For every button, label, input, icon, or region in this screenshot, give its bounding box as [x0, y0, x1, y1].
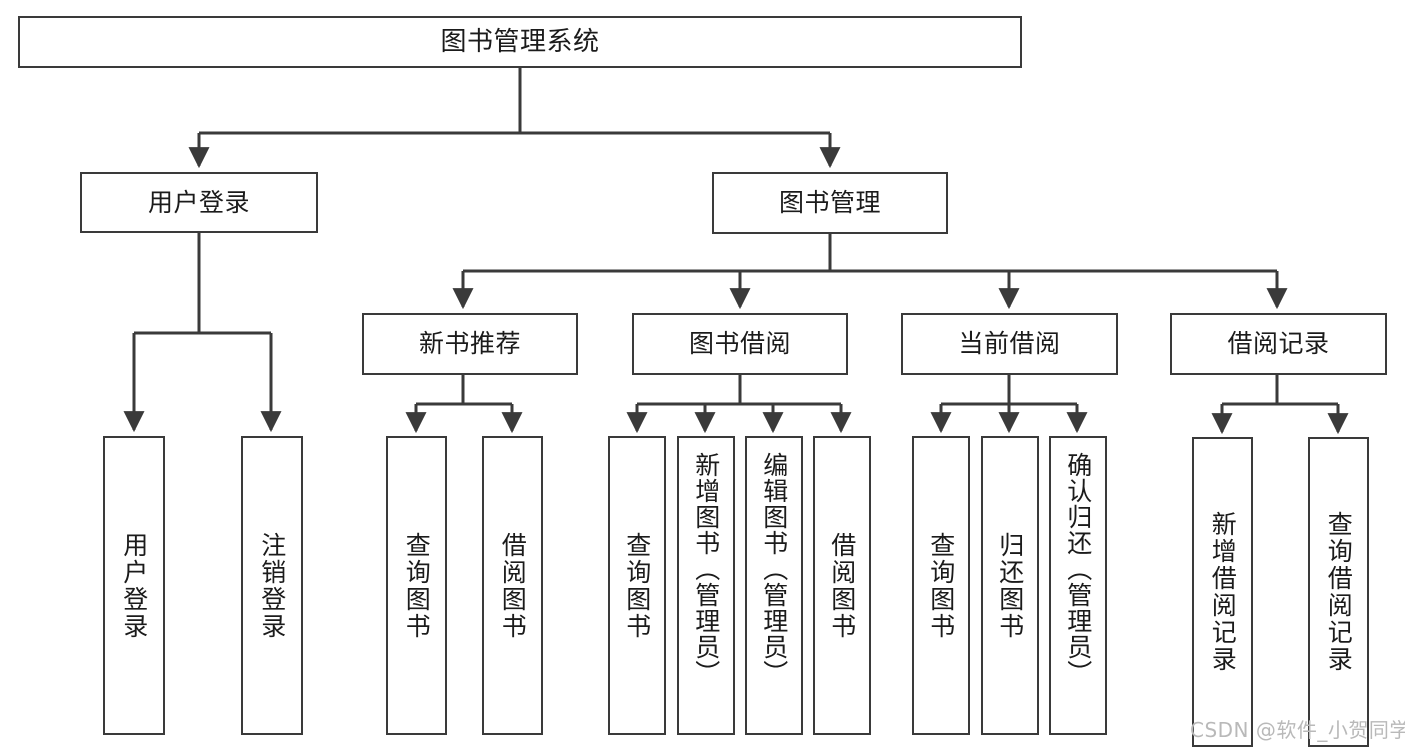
leaf-user-login-label: 用户登录	[119, 531, 149, 640]
node-borrow-record-label: 借阅记录	[1227, 329, 1330, 359]
leaf-return-book[interactable]: 归还图书	[981, 436, 1039, 735]
leaf-query-book-2[interactable]: 查询图书	[608, 436, 666, 735]
leaf-edit-book-label: 编辑图书（管理员）	[759, 452, 789, 686]
leaf-edit-book[interactable]: 编辑图书（管理员）	[745, 436, 803, 735]
node-book-borrow-label: 图书借阅	[688, 329, 791, 359]
node-new-book-rec[interactable]: 新书推荐	[362, 313, 578, 375]
leaf-add-record[interactable]: 新增借阅记录	[1192, 437, 1253, 747]
node-root-label: 图书管理系统	[440, 26, 600, 57]
leaf-user-logout-label: 注销登录	[257, 531, 287, 640]
leaf-borrow-book-1[interactable]: 借阅图书	[482, 436, 543, 735]
node-root[interactable]: 图书管理系统	[18, 16, 1022, 68]
leaf-query-book-3-label: 查询图书	[926, 531, 956, 640]
leaf-query-record-label: 查询借阅记录	[1324, 511, 1354, 673]
leaf-add-book[interactable]: 新增图书（管理员）	[677, 436, 735, 735]
leaf-add-record-label: 新增借阅记录	[1208, 511, 1238, 673]
node-book-manage[interactable]: 图书管理	[712, 172, 948, 234]
leaf-borrow-book-1-label: 借阅图书	[498, 531, 528, 640]
leaf-query-book-3[interactable]: 查询图书	[912, 436, 970, 735]
node-current-borrow-label: 当前借阅	[958, 329, 1061, 359]
csdn-watermark: CSDN @软件_小贺同学	[1190, 718, 1405, 742]
node-new-book-rec-label: 新书推荐	[418, 329, 521, 359]
leaf-query-record[interactable]: 查询借阅记录	[1308, 437, 1369, 747]
leaf-confirm-return-label: 确认归还（管理员）	[1063, 452, 1093, 686]
node-book-manage-label: 图书管理	[778, 188, 881, 218]
node-user-login[interactable]: 用户登录	[80, 172, 318, 233]
leaf-add-book-label: 新增图书（管理员）	[691, 452, 721, 686]
leaf-query-book-2-label: 查询图书	[622, 531, 652, 640]
leaf-borrow-book-2[interactable]: 借阅图书	[813, 436, 871, 735]
leaf-query-book-1-label: 查询图书	[402, 531, 432, 640]
node-borrow-record[interactable]: 借阅记录	[1170, 313, 1387, 375]
leaf-borrow-book-2-label: 借阅图书	[827, 531, 857, 640]
leaf-return-book-label: 归还图书	[995, 531, 1025, 640]
node-book-borrow[interactable]: 图书借阅	[632, 313, 848, 375]
leaf-user-logout[interactable]: 注销登录	[241, 436, 303, 735]
leaf-user-login[interactable]: 用户登录	[103, 436, 165, 735]
leaf-confirm-return[interactable]: 确认归还（管理员）	[1049, 436, 1107, 735]
leaf-query-book-1[interactable]: 查询图书	[386, 436, 447, 735]
node-user-login-label: 用户登录	[147, 187, 250, 217]
node-current-borrow[interactable]: 当前借阅	[901, 313, 1118, 375]
